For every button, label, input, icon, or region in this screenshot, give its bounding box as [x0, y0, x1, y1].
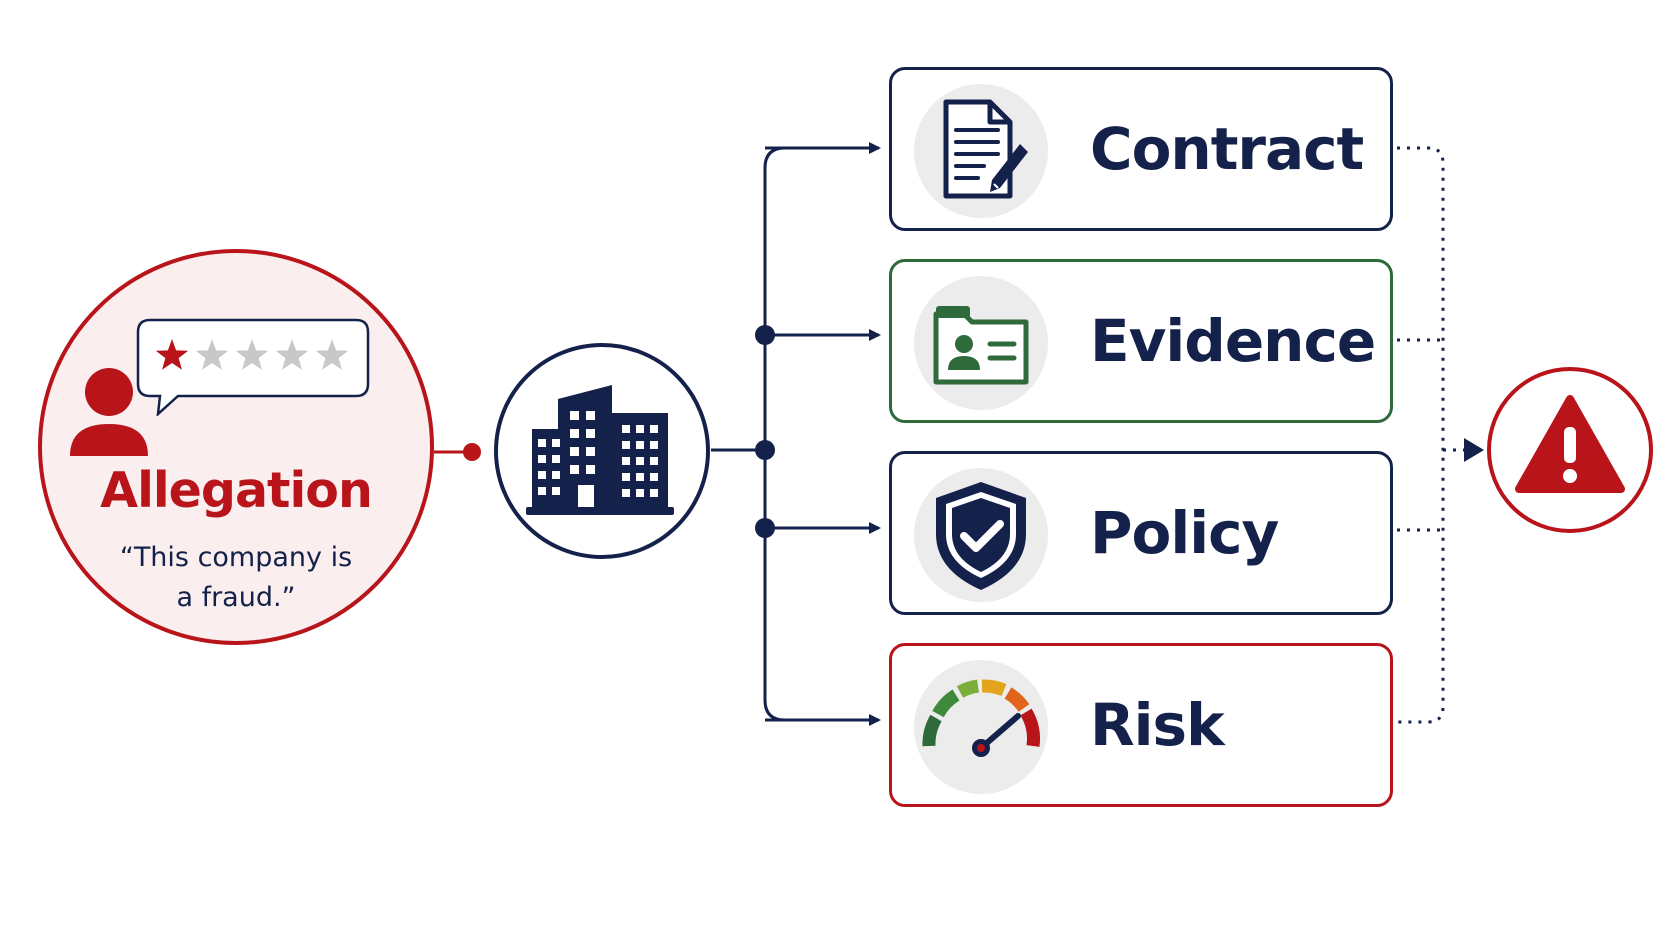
category-box-contract: Contract — [889, 67, 1393, 231]
allegation-quote: “This company is a fraud.” — [38, 538, 434, 618]
category-label-contract: Contract — [1090, 115, 1364, 183]
building-icon — [526, 385, 674, 515]
star-empty-icon — [235, 339, 269, 370]
category-box-risk: Risk — [889, 643, 1393, 807]
warning-node — [1487, 367, 1653, 533]
risk-gauge-icon — [922, 679, 1040, 757]
allegation-connector-dot — [463, 443, 481, 461]
junction-dot-evidence — [755, 325, 775, 345]
category-label-policy: Policy — [1090, 499, 1279, 567]
branch-trunk — [763, 146, 877, 722]
evidence-id-folder-icon — [933, 306, 1029, 385]
contract-document-pen-icon — [943, 99, 1028, 199]
warning-triangle-icon — [1515, 395, 1625, 493]
star-rating — [155, 339, 349, 370]
allegation-quote-line-1: “This company is — [119, 542, 353, 573]
merge-arrow-head — [1464, 438, 1484, 462]
star-empty-icon — [315, 339, 349, 370]
category-box-evidence: Evidence — [889, 259, 1393, 423]
dotted-merge-lines — [1397, 146, 1468, 724]
junction-dot-policy — [755, 518, 775, 538]
star-filled-icon — [155, 339, 189, 370]
category-label-evidence: Evidence — [1090, 307, 1376, 375]
policy-shield-check-icon — [936, 482, 1026, 590]
category-box-policy: Policy — [889, 451, 1393, 615]
star-empty-icon — [195, 339, 229, 370]
category-label-risk: Risk — [1090, 691, 1225, 759]
person-icon — [70, 368, 148, 456]
speech-bubble-icon — [136, 318, 370, 416]
allegation-quote-line-2: a fraud.” — [176, 582, 296, 613]
allegation-title: Allegation — [100, 462, 373, 519]
star-empty-icon — [275, 339, 309, 370]
company-node — [494, 343, 710, 559]
junction-dot-center — [755, 440, 775, 460]
